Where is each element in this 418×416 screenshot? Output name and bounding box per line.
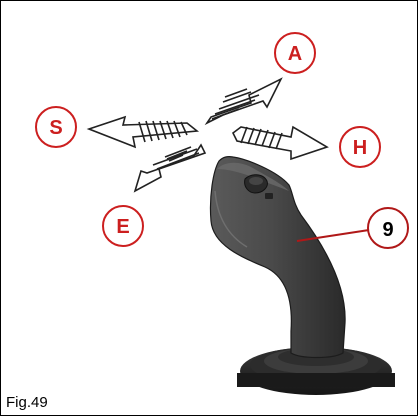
label-a-text: A bbox=[288, 43, 302, 65]
label-e-text: E bbox=[116, 216, 129, 238]
arrow-h-icon bbox=[231, 125, 329, 161]
label-h-text: H bbox=[353, 137, 367, 159]
label-h: H bbox=[339, 126, 381, 168]
arrow-s-icon bbox=[86, 115, 200, 149]
callout-number: 9 bbox=[382, 219, 393, 241]
arrow-a-icon bbox=[204, 77, 283, 126]
figure-caption: Fig.49 bbox=[6, 394, 48, 411]
callout-9: 9 bbox=[296, 207, 409, 249]
joystick-handle bbox=[209, 156, 346, 359]
label-s-text: S bbox=[49, 117, 62, 139]
arrow-e-icon bbox=[133, 143, 207, 193]
label-s: S bbox=[35, 106, 77, 148]
label-a: A bbox=[274, 32, 316, 74]
label-e: E bbox=[102, 205, 144, 247]
